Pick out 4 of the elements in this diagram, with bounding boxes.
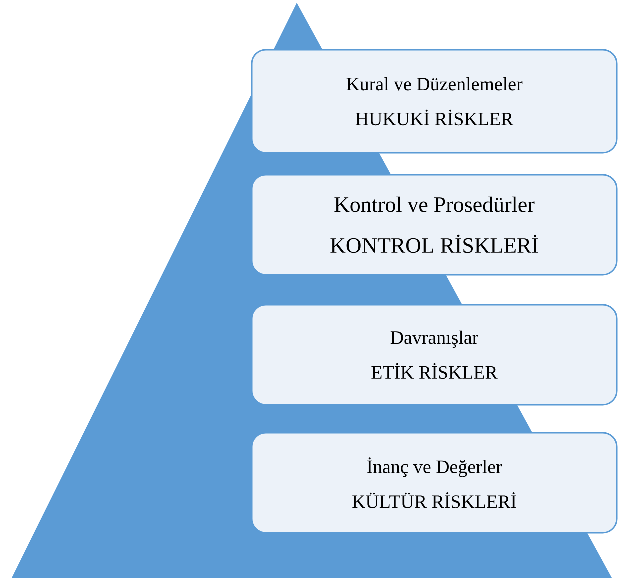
text-box: İnanç ve Değerler KÜLTÜR RİSKLERİ [251, 432, 618, 534]
text-box: Kural ve Düzenlemeler HUKUKİ RİSKLER [251, 49, 618, 154]
text-box: Davranışlar ETİK RİSKLER [251, 304, 618, 406]
text-box: Kontrol ve Prosedürler KONTROL RİSKLERİ [251, 174, 618, 276]
